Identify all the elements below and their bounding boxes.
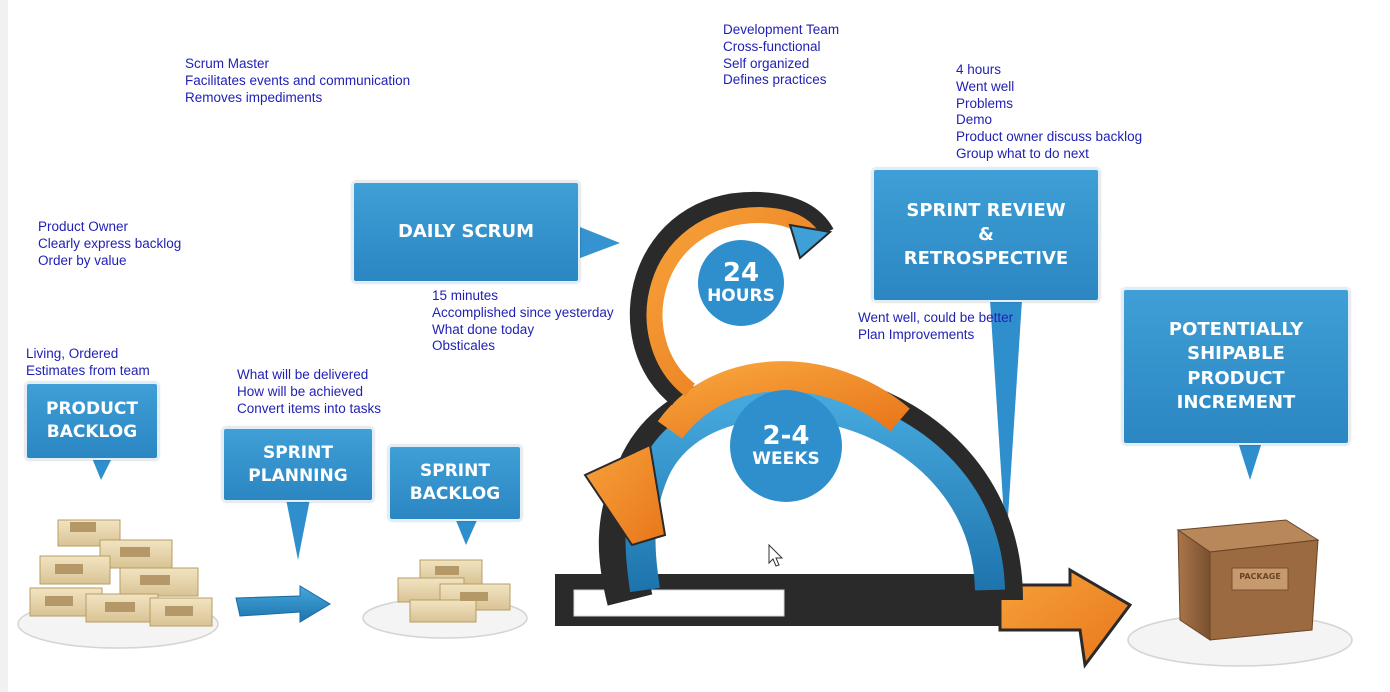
sprint-planning-note: What will be delivered How will be achie… xyxy=(237,367,381,417)
product-backlog-tail xyxy=(92,458,112,480)
review-note-line: Product owner discuss backlog xyxy=(956,129,1143,145)
daily-scrum-note-line: Obsticales xyxy=(432,338,496,354)
retrospective-note: Went well, could be better Plan Improvem… xyxy=(858,310,1013,344)
development-team-note: Development Team Cross-functional Self o… xyxy=(723,22,839,89)
development-team-title: Development Team xyxy=(723,22,840,37)
increment-label: INCREMENT xyxy=(1176,391,1296,413)
review-note-line: Group what to do next xyxy=(956,145,1089,161)
weeks-circle: 2-4 WEEKS xyxy=(730,390,842,502)
planning-note-line: How will be achieved xyxy=(237,383,364,399)
planning-arrow xyxy=(235,585,331,623)
daily-scrum-note: 15 minutes Accomplished since yesterday … xyxy=(432,288,614,355)
product-owner-line: Clearly express backlog xyxy=(38,235,182,251)
planning-note-line: Convert items into tasks xyxy=(237,400,382,416)
product-owner-title: Product Owner xyxy=(38,219,129,234)
increment-tail xyxy=(1238,442,1262,480)
retro-note-line: Plan Improvements xyxy=(858,326,975,342)
scrum-master-title: Scrum Master xyxy=(185,56,270,71)
big-loop-orange xyxy=(657,361,910,440)
daily-scrum-label: DAILY SCRUM xyxy=(397,220,535,242)
mouse-cursor-icon xyxy=(768,543,784,567)
small-loop-outline xyxy=(629,191,834,406)
sprint-backlog-box: SPRINT BACKLOG xyxy=(388,445,522,521)
sprint-backlog-label: BACKLOG xyxy=(409,484,501,504)
review-note-line: Problems xyxy=(956,95,1014,111)
package-label: PACKAGE xyxy=(1239,572,1281,581)
sprint-review-ampersand: & xyxy=(978,223,994,245)
review-note-line: 4 hours xyxy=(956,62,1002,77)
weeks-number: 2-4 xyxy=(762,421,810,451)
backlog-box-stack xyxy=(29,519,213,627)
increment-label: POTENTIALLY xyxy=(1168,318,1304,340)
planning-note-line: What will be delivered xyxy=(237,367,369,382)
review-note-line: Went well xyxy=(956,78,1015,94)
product-owner-note: Product Owner Clearly express backlog Or… xyxy=(38,219,181,269)
development-team-line: Self organized xyxy=(723,55,810,71)
product-backlog-note: Living, Ordered Estimates from team xyxy=(26,346,150,380)
scrum-master-line: Removes impediments xyxy=(185,89,323,105)
sprint-backlog-box-stack xyxy=(397,559,511,623)
product-owner-line: Order by value xyxy=(38,252,127,268)
sprint-review-note: 4 hours Went well Problems Demo Product … xyxy=(956,62,1142,163)
daily-scrum-box: DAILY SCRUM xyxy=(352,181,580,283)
development-team-line: Defines practices xyxy=(723,72,827,88)
increment-label: SHIPABLE xyxy=(1187,343,1285,365)
weeks-unit: WEEKS xyxy=(752,449,820,470)
hours-number: 24 xyxy=(722,258,760,288)
sprint-planning-label: PLANNING xyxy=(248,465,348,486)
development-team-line: Cross-functional xyxy=(723,38,821,54)
retro-note-line: Went well, could be better xyxy=(858,310,1014,325)
sprint-backlog-tail xyxy=(455,518,478,545)
scrum-master-note: Scrum Master Facilitates events and comm… xyxy=(185,56,410,106)
daily-scrum-note-line: What done today xyxy=(432,321,535,337)
sprint-review-box: SPRINT REVIEW & RETROSPECTIVE xyxy=(872,168,1100,302)
left-edge-shade xyxy=(0,0,8,692)
small-loop-band xyxy=(646,206,819,397)
sprint-review-label: SPRINT REVIEW xyxy=(906,199,1066,221)
hours-circle: 24 HOURS xyxy=(698,240,784,326)
product-backlog-label: BACKLOG xyxy=(46,422,138,442)
sprint-exit-arrowhead xyxy=(998,567,1133,669)
backlog-note-line: Estimates from team xyxy=(26,362,150,378)
package-box xyxy=(1176,519,1320,641)
hours-unit: HOURS xyxy=(707,286,775,307)
scrum-master-line: Facilitates events and communication xyxy=(185,72,411,88)
sprint-review-label: RETROSPECTIVE xyxy=(903,248,1069,270)
daily-scrum-note-line: Accomplished since yesterday xyxy=(432,304,614,320)
product-backlog-label: PRODUCT xyxy=(46,399,138,420)
product-increment-box: POTENTIALLY SHIPABLE PRODUCT INCREMENT xyxy=(1122,288,1350,445)
sprint-planning-tail xyxy=(286,499,310,560)
sprint-review-tail xyxy=(990,300,1022,548)
increment-label: PRODUCT xyxy=(1187,367,1285,389)
sprint-planning-label: SPRINT xyxy=(263,442,333,463)
daily-scrum-note-line: 15 minutes xyxy=(432,288,499,303)
sprint-planning-box: SPRINT PLANNING xyxy=(222,427,374,502)
review-note-line: Demo xyxy=(956,112,993,128)
big-loop-arrowhead xyxy=(583,443,667,547)
small-loop-arrowhead xyxy=(788,223,833,260)
daily-scrum-tail xyxy=(575,225,620,260)
product-backlog-box: PRODUCT BACKLOG xyxy=(25,382,159,460)
sprint-backlog-label: SPRINT xyxy=(420,461,490,482)
backlog-note-line: Living, Ordered xyxy=(26,346,119,361)
